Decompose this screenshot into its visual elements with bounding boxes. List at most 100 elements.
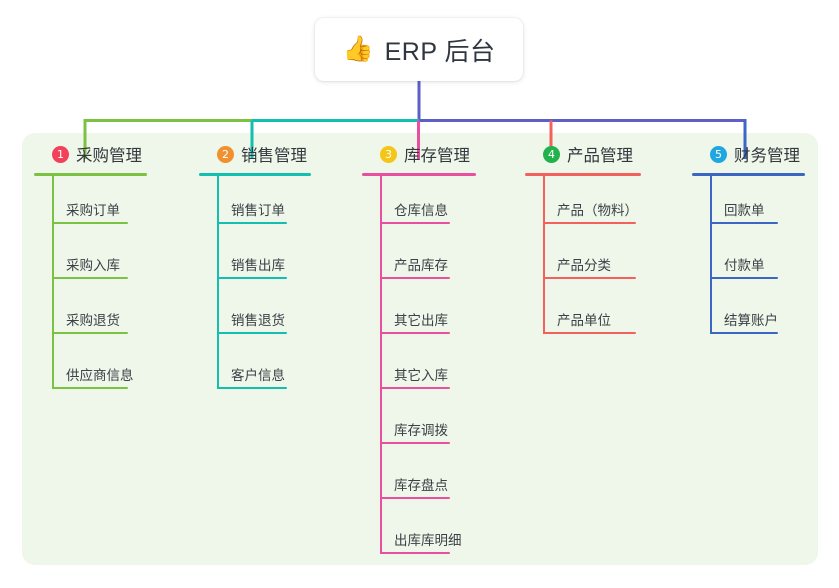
leaf-item-underline bbox=[380, 222, 450, 224]
leaf-item-label: 销售退货 bbox=[231, 313, 285, 328]
branch-header-1[interactable]: 1 采购管理 bbox=[34, 142, 147, 166]
leaf-item-underline bbox=[52, 332, 128, 334]
leaf-item[interactable]: 库存调拨 bbox=[362, 396, 476, 451]
root-title: ERP 后台 bbox=[384, 37, 496, 66]
branch-number-badge: 4 bbox=[543, 145, 560, 163]
leaf-item[interactable]: 结算账户 bbox=[692, 286, 805, 341]
leaf-item-label: 产品分类 bbox=[557, 258, 611, 273]
leaf-item[interactable]: 供应商信息 bbox=[34, 341, 147, 396]
branch-header-2[interactable]: 2 销售管理 bbox=[199, 142, 311, 166]
leaf-item-label: 采购订单 bbox=[66, 203, 120, 218]
branch-spine bbox=[710, 176, 712, 334]
branch-header-5[interactable]: 5 财务管理 bbox=[692, 142, 805, 166]
branch-header-3[interactable]: 3 库存管理 bbox=[362, 142, 476, 166]
leaf-item-label: 其它入库 bbox=[394, 368, 448, 383]
branch-column-1: 1 采购管理采购订单采购入库采购退货供应商信息 bbox=[34, 142, 147, 396]
branch-spine bbox=[380, 176, 382, 554]
leaf-item-label: 产品单位 bbox=[557, 313, 611, 328]
branch-underline bbox=[34, 173, 147, 176]
leaf-item[interactable]: 产品单位 bbox=[525, 286, 641, 341]
branch-number-badge: 3 bbox=[380, 145, 397, 163]
leaf-item[interactable]: 采购订单 bbox=[34, 176, 147, 231]
branch-column-5: 5 财务管理回款单付款单结算账户 bbox=[692, 142, 805, 341]
leaf-item[interactable]: 库存盘点 bbox=[362, 451, 476, 506]
leaf-item[interactable]: 销售出库 bbox=[199, 231, 311, 286]
leaf-item-label: 库存盘点 bbox=[394, 478, 448, 493]
leaf-item[interactable]: 回款单 bbox=[692, 176, 805, 231]
branch-underline bbox=[525, 173, 641, 176]
leaf-item-underline bbox=[380, 552, 450, 554]
branch-number-badge: 1 bbox=[52, 145, 69, 163]
branch-header-4[interactable]: 4 产品管理 bbox=[525, 142, 641, 166]
leaf-item[interactable]: 采购退货 bbox=[34, 286, 147, 341]
branch-items: 回款单付款单结算账户 bbox=[692, 176, 805, 341]
thumbs-up-icon: 👍 bbox=[342, 35, 374, 63]
leaf-item-label: 回款单 bbox=[724, 203, 765, 218]
branch-items: 仓库信息产品库存其它出库其它入库库存调拨库存盘点出库库明细 bbox=[362, 176, 476, 561]
leaf-item-underline bbox=[543, 277, 636, 279]
leaf-item-underline bbox=[217, 222, 287, 224]
branches-panel bbox=[22, 133, 818, 565]
leaf-item-label: 采购入库 bbox=[66, 258, 120, 273]
leaf-item[interactable]: 付款单 bbox=[692, 231, 805, 286]
leaf-item-underline bbox=[52, 222, 128, 224]
leaf-item-label: 销售出库 bbox=[231, 258, 285, 273]
root-node[interactable]: 👍 ERP 后台 bbox=[315, 18, 523, 81]
leaf-item-label: 销售订单 bbox=[231, 203, 285, 218]
branch-label: 产品管理 bbox=[567, 147, 633, 165]
leaf-item-underline bbox=[380, 497, 450, 499]
branch-label: 财务管理 bbox=[734, 147, 800, 165]
branch-spine bbox=[217, 176, 219, 389]
leaf-item-underline bbox=[217, 387, 287, 389]
branch-items: 销售订单销售出库销售退货客户信息 bbox=[199, 176, 311, 396]
leaf-item[interactable]: 仓库信息 bbox=[362, 176, 476, 231]
branch-underline bbox=[362, 173, 476, 176]
leaf-item-label: 产品库存 bbox=[394, 258, 448, 273]
leaf-item-underline bbox=[217, 332, 287, 334]
branch-items: 采购订单采购入库采购退货供应商信息 bbox=[34, 176, 147, 396]
branch-label: 库存管理 bbox=[404, 147, 470, 165]
leaf-item-label: 付款单 bbox=[724, 258, 765, 273]
leaf-item-label: 其它出库 bbox=[394, 313, 448, 328]
leaf-item-label: 供应商信息 bbox=[66, 368, 134, 383]
leaf-item-underline bbox=[543, 332, 636, 334]
branch-label: 采购管理 bbox=[76, 147, 142, 165]
branch-items: 产品（物料） 产品分类产品单位 bbox=[525, 176, 641, 341]
branch-column-3: 3 库存管理仓库信息产品库存其它出库其它入库库存调拨库存盘点出库库明细 bbox=[362, 142, 476, 561]
leaf-item[interactable]: 出库库明细 bbox=[362, 506, 476, 561]
branch-column-4: 4 产品管理产品（物料） 产品分类产品单位 bbox=[525, 142, 641, 341]
leaf-item-label: 结算账户 bbox=[724, 313, 778, 328]
branch-column-2: 2 销售管理销售订单销售出库销售退货客户信息 bbox=[199, 142, 311, 396]
leaf-item-underline bbox=[217, 277, 287, 279]
leaf-item[interactable]: 产品（物料） bbox=[525, 176, 641, 231]
leaf-item-label: 产品（物料） bbox=[557, 203, 638, 218]
leaf-item-underline bbox=[710, 332, 778, 334]
leaf-item-label: 仓库信息 bbox=[394, 203, 448, 218]
branch-label: 销售管理 bbox=[241, 147, 307, 165]
leaf-item[interactable]: 销售退货 bbox=[199, 286, 311, 341]
branch-spine bbox=[543, 176, 545, 334]
branch-underline bbox=[692, 173, 805, 176]
leaf-item-underline bbox=[710, 277, 778, 279]
leaf-item-underline bbox=[380, 277, 450, 279]
branch-number-badge: 5 bbox=[710, 145, 727, 163]
leaf-item[interactable]: 其它出库 bbox=[362, 286, 476, 341]
leaf-item-underline bbox=[380, 332, 450, 334]
branch-number-badge: 2 bbox=[217, 145, 234, 163]
leaf-item[interactable]: 其它入库 bbox=[362, 341, 476, 396]
leaf-item-label: 客户信息 bbox=[231, 368, 285, 383]
leaf-item[interactable]: 采购入库 bbox=[34, 231, 147, 286]
leaf-item-underline bbox=[710, 222, 778, 224]
leaf-item-underline bbox=[52, 387, 128, 389]
branch-underline bbox=[199, 173, 311, 176]
leaf-item-underline bbox=[52, 277, 128, 279]
leaf-item[interactable]: 客户信息 bbox=[199, 341, 311, 396]
leaf-item-underline bbox=[543, 222, 636, 224]
leaf-item[interactable]: 产品分类 bbox=[525, 231, 641, 286]
leaf-item-label: 库存调拨 bbox=[394, 423, 448, 438]
leaf-item[interactable]: 产品库存 bbox=[362, 231, 476, 286]
leaf-item-underline bbox=[380, 387, 450, 389]
leaf-item[interactable]: 销售订单 bbox=[199, 176, 311, 231]
leaf-item-underline bbox=[380, 442, 450, 444]
